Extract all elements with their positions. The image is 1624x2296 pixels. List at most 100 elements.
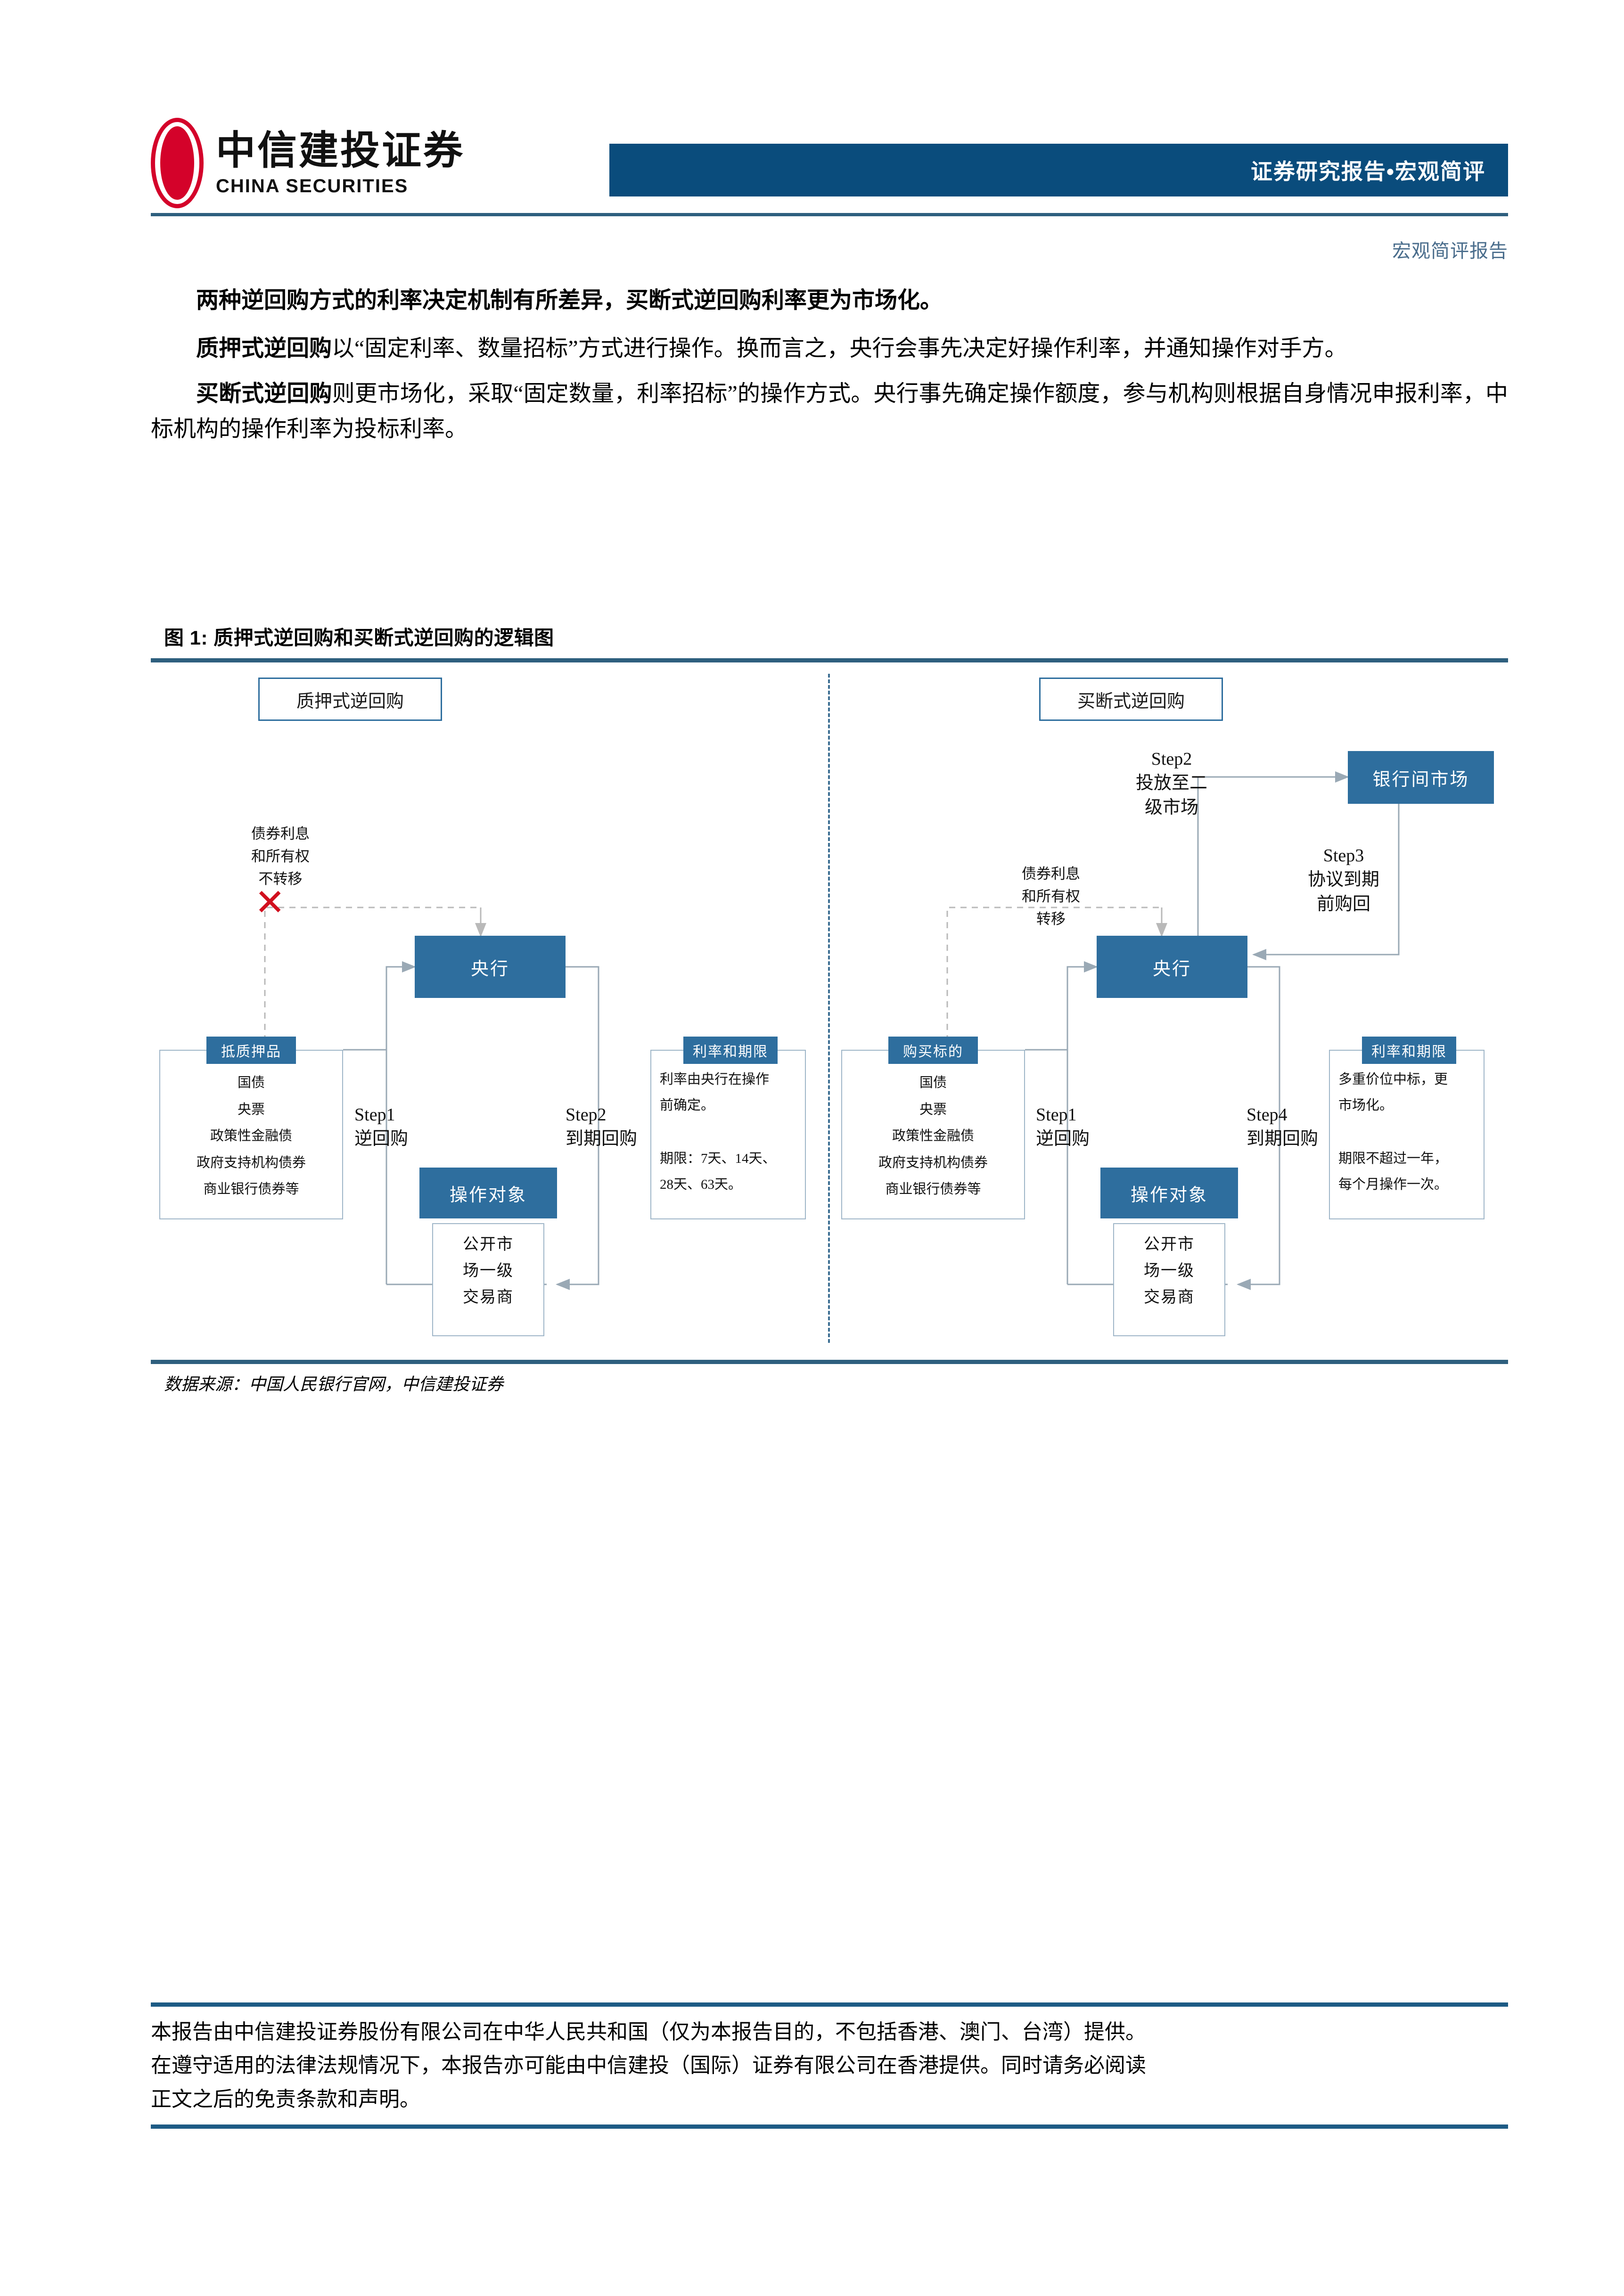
right-ownership-note-line-1: 债券利息: [1022, 866, 1080, 882]
right-rate-term-notebox: 多重价位中标，更 市场化。 期限不超过一年， 每个月操作一次。: [1329, 1050, 1485, 1219]
right-step4-text: 到期回购: [1247, 1129, 1319, 1149]
left-step1-label: Step1 逆回购: [354, 1103, 408, 1152]
header-banner-title: 证券研究报告•宏观简评: [1250, 159, 1485, 184]
logo-english-name: CHINA SECURITIES: [216, 176, 409, 196]
paragraph-2-rest: 以“固定利率、数量招标”方式进行操作。换而言之，央行会事先决定好操作利率，并通知…: [332, 335, 1347, 361]
collateral-item-5: 商业银行债券等: [203, 1182, 299, 1197]
header-banner: 证券研究报告•宏观简评: [609, 144, 1508, 196]
figure-source-note: 数据来源：中国人民银行官网，中信建投证券: [164, 1375, 504, 1394]
purchase-target-item-4: 政府支持机构债券: [878, 1155, 988, 1170]
left-counterparty-box: 公开市 场一级 交易商: [432, 1223, 544, 1336]
footer-disclaimer-line-3: 正文之后的免责条款和声明。: [151, 2087, 420, 2111]
left-step2-number: Step2: [566, 1105, 607, 1125]
right-interbank-market-box: 银行间市场: [1348, 751, 1494, 804]
footer-disclaimer-line-1: 本报告由中信建投证券股份有限公司在中华人民共和国（仅为本报告目的，不包括香港、澳…: [151, 2020, 1146, 2043]
right-rate-line-1: 多重价位中标，更: [1338, 1072, 1448, 1087]
article-body: 两种逆回购方式的利率决定机制有所差异，买断式逆回购利率更为市场化。 质押式逆回购…: [151, 283, 1508, 457]
left-rate-term-notebox: 利率由央行在操作 前确定。 期限：7天、14天、 28天、63天。: [650, 1050, 806, 1219]
left-rate-term-header: 利率和期限: [683, 1037, 778, 1064]
right-rate-line-4: 每个月操作一次。: [1338, 1177, 1448, 1193]
right-step2-text-a: 投放至二: [1136, 773, 1208, 793]
left-ownership-note-line-3: 不转移: [258, 871, 303, 888]
right-counterparty-line-3: 交易商: [1144, 1289, 1195, 1307]
collateral-item-1: 国债: [237, 1075, 265, 1090]
right-step1-text: 逆回购: [1036, 1129, 1090, 1149]
collateral-item-3: 政策性金融债: [210, 1128, 292, 1144]
footer-top-rule: [151, 2002, 1508, 2007]
right-counterparty-box: 公开市 场一级 交易商: [1113, 1223, 1225, 1336]
paragraph-3: 买断式逆回购则更市场化，采取“固定数量，利率招标”的操作方式。央行事先确定操作额…: [151, 376, 1508, 448]
paragraph-1: 两种逆回购方式的利率决定机制有所差异，买断式逆回购利率更为市场化。: [196, 288, 943, 313]
left-counterparty-line-2: 场一级: [463, 1262, 514, 1280]
left-step1-text: 逆回购: [354, 1129, 409, 1149]
left-collateral-listbox: 国债 央票 政策性金融债 政府支持机构债券 商业银行债券等: [159, 1050, 343, 1219]
csc-logo-icon: [151, 118, 204, 208]
collateral-item-4: 政府支持机构债券: [196, 1155, 306, 1170]
paragraph-2-lead: 质押式逆回购: [196, 335, 332, 361]
page-footer: 本报告由中信建投证券股份有限公司在中华人民共和国（仅为本报告目的，不包括香港、澳…: [151, 2002, 1508, 2129]
no-transfer-cross-icon: ✕: [254, 882, 286, 923]
right-step3-text-b: 前购回: [1317, 894, 1371, 914]
right-step2-number: Step2: [1151, 749, 1192, 769]
figure-1: 图 1: 质押式逆回购和买断式逆回购的逻辑图: [151, 622, 1508, 1395]
left-step2-text: 到期回购: [566, 1129, 638, 1149]
right-step4-label: Step4 到期回购: [1247, 1103, 1318, 1152]
logo-text: 中信建投证券 CHINA SECURITIES: [216, 131, 465, 196]
left-rate-line-3: 期限：7天、14天、: [660, 1151, 776, 1167]
figure-caption: 图 1: 质押式逆回购和买断式逆回购的逻辑图: [164, 627, 554, 649]
right-central-bank-box: 央行: [1097, 936, 1247, 998]
right-step4-number: Step4: [1247, 1105, 1288, 1125]
left-counterparty-line-1: 公开市: [463, 1236, 514, 1253]
left-counterparty-header: 操作对象: [419, 1168, 557, 1218]
left-step1-number: Step1: [354, 1105, 395, 1125]
right-ownership-note-line-2: 和所有权: [1022, 888, 1080, 905]
footer-disclaimer-line-2: 在遵守适用的法律法规情况下，本报告亦可能由中信建投（国际）证券有限公司在香港提供…: [151, 2054, 1146, 2077]
left-ownership-note-line-2: 和所有权: [251, 848, 310, 865]
right-step2-text-b: 级市场: [1145, 797, 1199, 817]
left-ownership-note-line-1: 债券利息: [251, 825, 310, 842]
right-ownership-note-line-3: 转移: [1036, 911, 1066, 928]
right-purchase-target-listbox: 国债 央票 政策性金融债 政府支持机构债券 商业银行债券等: [841, 1050, 1025, 1219]
right-rate-line-2: 市场化。: [1338, 1098, 1394, 1113]
logo-chinese-name: 中信建投证券: [216, 128, 465, 172]
figure-diagram-canvas: 质押式逆回购 债券利息 和所有权 不转移 ✕ 央行 国债 央票 政策性金融债 政…: [151, 662, 1508, 1360]
header-divider-rule: [151, 213, 1508, 216]
left-panel-title: 质押式逆回购: [258, 678, 442, 721]
left-rate-line-4: 28天、63天。: [660, 1177, 742, 1193]
paragraph-2: 质押式逆回购以“固定利率、数量招标”方式进行操作。换而言之，央行会事先决定好操作…: [151, 331, 1508, 367]
right-ownership-note: 债券利息 和所有权 转移: [997, 863, 1105, 931]
collateral-item-2: 央票: [237, 1102, 265, 1117]
panel-divider: [828, 674, 830, 1343]
report-kind-label: 宏观简评报告: [1392, 241, 1508, 261]
right-step3-number: Step3: [1323, 846, 1364, 866]
right-counterparty-line-2: 场一级: [1144, 1262, 1195, 1280]
left-ownership-note: 债券利息 和所有权 不转移: [226, 823, 335, 891]
footer-disclaimer: 本报告由中信建投证券股份有限公司在中华人民共和国（仅为本报告目的，不包括香港、澳…: [151, 2007, 1508, 2124]
paragraph-3-rest: 则更市场化，采取“固定数量，利率招标”的操作方式。央行事先确定操作额度，参与机构…: [151, 381, 1508, 442]
figure-top-rule: [151, 658, 1508, 662]
left-rate-line-1: 利率由央行在操作: [660, 1072, 770, 1087]
right-step3-text-a: 协议到期: [1308, 870, 1380, 890]
right-panel-title: 买断式逆回购: [1039, 678, 1223, 721]
paragraph-3-lead: 买断式逆回购: [196, 381, 332, 406]
right-step3-label: Step3 协议到期 前购回: [1308, 844, 1379, 916]
purchase-target-item-5: 商业银行债券等: [885, 1182, 981, 1197]
right-counterparty-header: 操作对象: [1100, 1168, 1238, 1218]
left-rate-line-2: 前确定。: [660, 1098, 715, 1113]
left-step2-label: Step2 到期回购: [566, 1103, 637, 1152]
right-purchase-target-header: 购买标的: [888, 1037, 978, 1064]
right-step1-label: Step1 逆回购: [1036, 1103, 1090, 1152]
company-logo: 中信建投证券 CHINA SECURITIES: [151, 118, 465, 208]
left-counterparty-line-3: 交易商: [463, 1289, 514, 1307]
purchase-target-item-2: 央票: [919, 1102, 947, 1117]
right-step1-number: Step1: [1036, 1105, 1077, 1125]
left-collateral-header: 抵质押品: [206, 1037, 296, 1064]
right-step2-label: Step2 投放至二 级市场: [1136, 747, 1207, 820]
page-header: 中信建投证券 CHINA SECURITIES 证券研究报告•宏观简评 宏观简评…: [0, 0, 1624, 261]
footer-bottom-rule: [151, 2124, 1508, 2129]
left-central-bank-box: 央行: [415, 936, 566, 998]
right-rate-term-header: 利率和期限: [1362, 1037, 1456, 1064]
right-counterparty-line-1: 公开市: [1144, 1236, 1195, 1253]
figure-bottom-rule: [151, 1360, 1508, 1364]
right-rate-line-3: 期限不超过一年，: [1338, 1151, 1448, 1167]
